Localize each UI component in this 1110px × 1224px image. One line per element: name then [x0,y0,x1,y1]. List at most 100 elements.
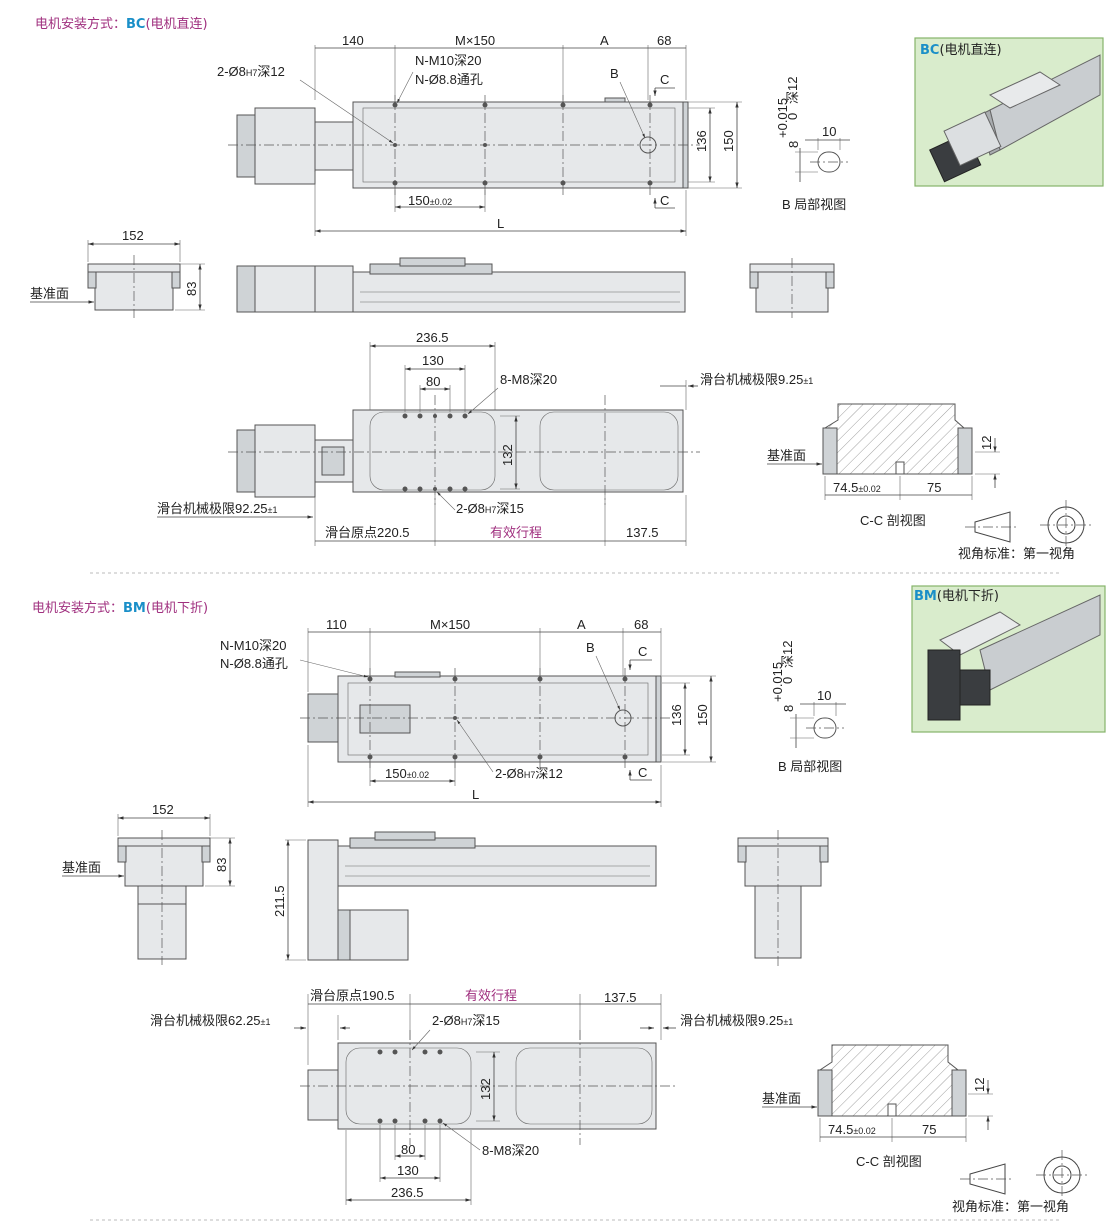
label-b: B [610,66,619,81]
section-bm: 电机安装方式：BM(电机下折) BM(电机下折) [32,585,1106,1214]
dim-132: 132 [500,444,515,466]
first-angle-symbol-icon-bm [960,1150,1088,1200]
label-c-bot: C [660,193,669,208]
projection-label: 视角标准：第一视角 [958,546,1075,561]
tap-note-bm: 8-M8深20 [482,1143,539,1158]
dim-m150: M×150 [455,33,495,48]
dim-8: 8 [786,141,801,148]
cc-caption-bm: C-C 剖视图 [856,1154,922,1169]
dim-m150-bm: M×150 [430,617,470,632]
section-bc: 电机安装方式：BC(电机直连) BC(电机直连) [30,16,1104,561]
side-view [236,257,686,313]
dim-150-pitch: 150±0.02 [408,193,452,208]
tap-note: 8-M8深20 [500,372,557,387]
hole-note-bm: 2-Ø8H7深12 [495,766,563,781]
dim-136-bm: 136 [669,704,684,726]
dim-140: 140 [342,33,364,48]
dim-8-bm: 8 [781,705,796,712]
tap-note-1-bm: N-M10深20 [220,638,286,653]
dim-68-bm: 68 [634,617,648,632]
end-view-right-bm [737,830,829,968]
dim-74-5-bm: 74.5±0.02 [828,1122,876,1137]
section-header-bm: 电机安装方式：BM(电机下折) [32,600,208,616]
effective-stroke: 有效行程 [490,525,542,540]
b-view-caption-bm: B 局部视图 [778,759,842,774]
dim-136: 136 [694,130,709,152]
top-view-bm: 110 M×150 A 68 N-M10深20 N-Ø8.8通孔 B C C 1… [220,617,716,807]
end-view-right [749,258,835,318]
dim-236-5: 236.5 [416,330,449,345]
dim-a: A [600,33,609,48]
first-angle-symbol-icon [965,500,1092,550]
dim-130-bm: 130 [397,1163,419,1178]
dim-83-bm: 83 [214,858,229,872]
dim-75: 75 [927,480,941,495]
dim-l-bm: L [472,787,479,802]
dim-80-bm: 80 [401,1142,415,1157]
dim-137-5-bm: 137.5 [604,990,637,1005]
dim-211-5: 211.5 [272,885,287,917]
origin-bm: 滑台原点190.5 [310,988,395,1003]
depth: 深12 [785,77,800,104]
projection-label-bm: 视角标准：第一视角 [952,1199,1069,1214]
dim-137-5: 137.5 [626,525,659,540]
inset-illustration: BC(电机直连) [914,37,1104,187]
stroke-limit-right-bm: 滑台机械极限9.25±1 [680,1013,793,1028]
tap-note-2-bm: N-Ø8.8通孔 [220,656,288,671]
dim-236-5-bm: 236.5 [391,1185,424,1200]
inset-code: BC [920,43,939,58]
dim-a-bm: A [577,617,586,632]
stroke-limit-left: 滑台机械极限92.25±1 [157,501,278,516]
dim-150-pitch-bm: 150±0.02 [385,766,429,781]
pin-note: 2-Ø8H7深15 [456,501,524,516]
section-header: 电机安装方式：BC(电机直连) [35,16,208,32]
hole-note: 2-Ø8H7深12 [217,64,285,79]
dim-130: 130 [422,353,444,368]
header-label: 电机安装方式： [35,16,126,32]
section-cc: 基准面 12 74.5±0.02 75 C-C 剖视图 视角标准：第一视角 [767,403,1092,561]
tol-plus-bm: +0.015 [770,662,785,702]
bottom-view-bm: 滑台原点190.5 有效行程 137.5 滑台机械极限62.25±1 2-Ø8H… [150,988,793,1205]
dim-10-bm: 10 [817,688,831,703]
dim-110: 110 [326,617,347,632]
end-view-left: 152 83 基准面 [30,228,205,318]
datum-label-bm: 基准面 [62,860,101,875]
top-view: 140 M×150 A 68 2-Ø8H7深12 N-M10深20 N-Ø8.8… [217,33,742,236]
tap-note-1: N-M10深20 [415,53,481,68]
tol-zero-bm: 0 [780,677,795,684]
dim-12-bm: 12 [972,1078,987,1092]
actuator-render [929,54,1101,183]
cc-caption: C-C 剖视图 [860,513,926,528]
dim-132-bm: 132 [478,1078,493,1100]
dim-152-bm: 152 [152,802,174,817]
tap-note-2: N-Ø8.8通孔 [415,72,483,87]
dim-150-h-bm: 150 [695,704,710,726]
dim-68: 68 [657,33,671,48]
datum-label-cc: 基准面 [767,448,806,463]
header-code: BC [126,17,145,32]
b-detail-view: 10 8 +0.015 0 深12 B 局部视图 [775,77,850,212]
datum-label-cc-bm: 基准面 [762,1091,801,1106]
side-view-bm: 211.5 [272,831,657,961]
label-c-top-bm: C [638,644,647,659]
dim-l: L [497,216,504,231]
label-c-top: C [660,72,669,87]
section-cc-bm: 基准面 12 74.5±0.02 75 C-C 剖视图 视角标准：第一视角 [762,1044,1088,1214]
b-detail-view-bm: 10 8 +0.015 0 深12 B 局部视图 [770,641,846,774]
dim-152: 152 [122,228,144,243]
dim-75-bm: 75 [922,1122,936,1137]
dim-12: 12 [979,436,994,450]
dim-74-5: 74.5±0.02 [833,480,881,495]
effective-stroke-bm: 有效行程 [465,988,517,1003]
stroke-limit-right: 滑台机械极限9.25±1 [700,372,813,387]
svg-text:BC(电机直连): BC(电机直连) [920,42,1002,58]
label-c-bot-bm: C [638,765,647,780]
dim-80: 80 [426,374,440,389]
dim-150-h: 150 [721,130,736,152]
tol-zero: 0 [785,113,800,120]
stroke-limit-left-bm: 滑台机械极限62.25±1 [150,1013,271,1028]
label-b-bm: B [586,640,595,655]
svg-text:BM(电机下折): BM(电机下折) [914,589,999,604]
